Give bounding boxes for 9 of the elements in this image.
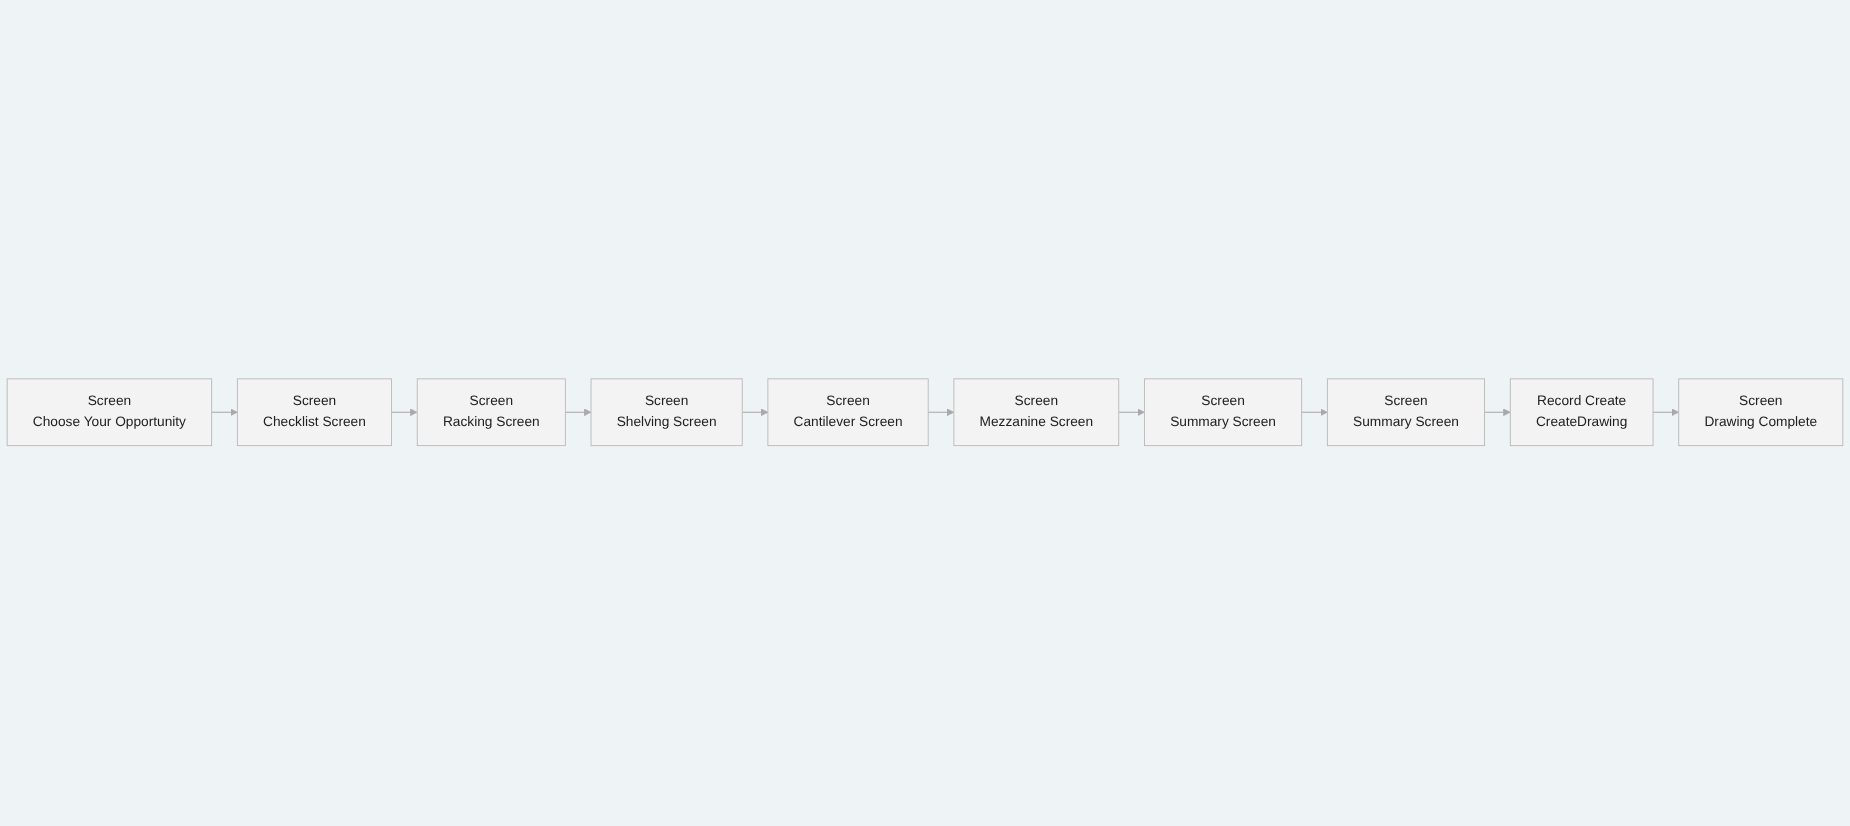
arrow	[927, 409, 955, 417]
arrow	[1484, 409, 1511, 417]
arrow	[211, 409, 238, 417]
arrow	[391, 409, 418, 417]
arrow	[1118, 409, 1145, 417]
arrow	[1652, 409, 1680, 417]
arrow	[1301, 409, 1328, 417]
arrow	[564, 409, 592, 417]
arrow	[741, 409, 769, 417]
